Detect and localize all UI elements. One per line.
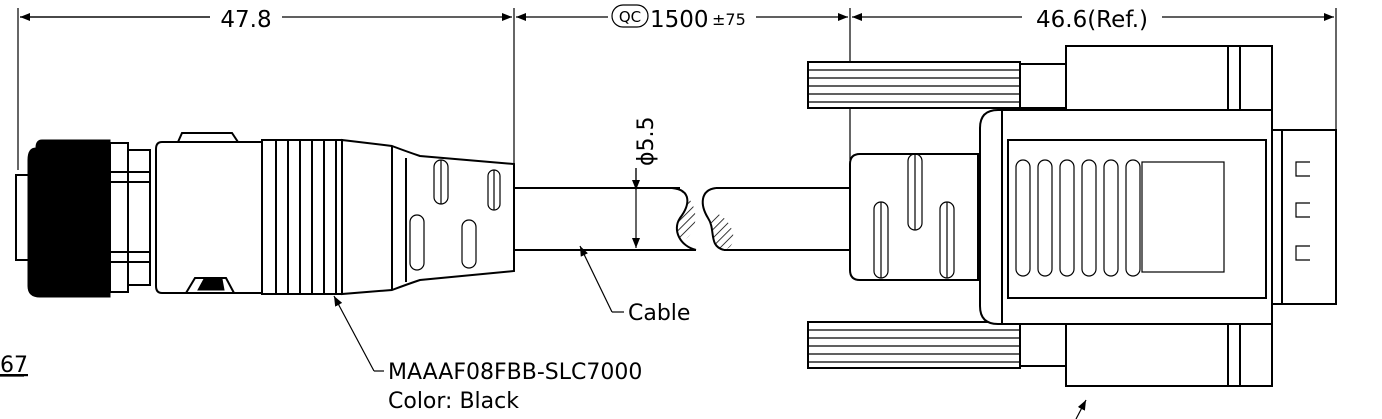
left-connector bbox=[15, 132, 515, 298]
dim-cable-length: 1500 bbox=[650, 7, 709, 33]
dimension-lines bbox=[17, 8, 1337, 170]
qc-badge: QC bbox=[611, 4, 649, 28]
dim-right-length: 46.6(Ref.) bbox=[1036, 7, 1148, 33]
right-connector bbox=[807, 45, 1337, 387]
leader-lines bbox=[333, 245, 1087, 419]
label-left-edge-fragment: 67 bbox=[0, 353, 28, 378]
label-color: Color: Black bbox=[388, 389, 519, 414]
label-part-number: MAAAF08FBB-SLC7000 bbox=[388, 360, 642, 385]
dim-cable-tolerance: ±75 bbox=[712, 10, 746, 29]
label-cable: Cable bbox=[628, 301, 690, 326]
dim-left-length: 47.8 bbox=[220, 7, 271, 33]
dim-cable-diameter: ϕ5.5 bbox=[634, 117, 659, 167]
cable bbox=[514, 187, 850, 251]
qc-badge-text: QC bbox=[619, 8, 641, 26]
